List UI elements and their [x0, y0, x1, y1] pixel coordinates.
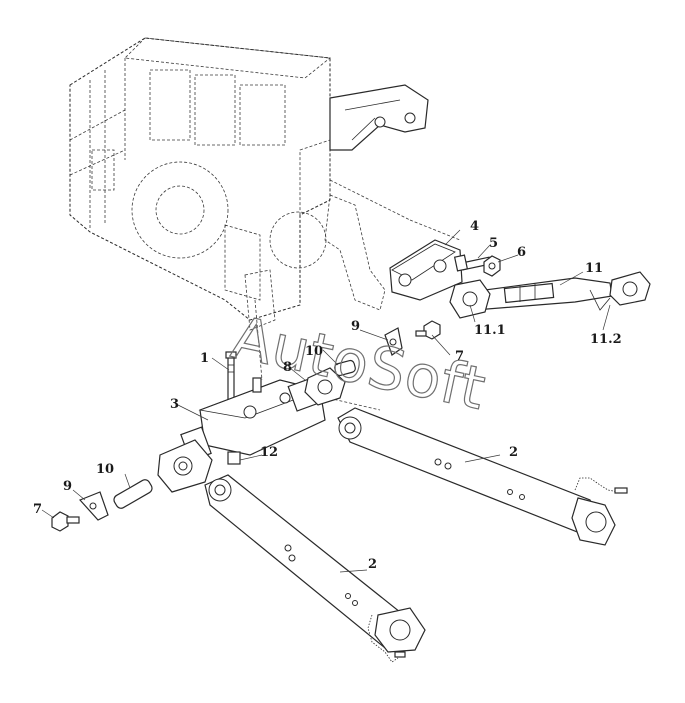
- part-6-nut: [483, 255, 501, 277]
- part-11-top-link: [449, 271, 651, 319]
- part-2-lower-link-left: [204, 474, 426, 663]
- callout-3: 3: [170, 397, 179, 412]
- part-10-pin-upper: [334, 359, 356, 377]
- callout-6: 6: [517, 245, 526, 260]
- callout-labels: 1 2 2 3 4 5 6 7 7 8 9 9 10 10 11 11.1 11…: [33, 219, 622, 572]
- part-5-bolt: [453, 254, 492, 272]
- housing-rear-rib: [244, 194, 386, 331]
- callout-1: 1: [200, 351, 209, 366]
- part-9-clip-lower: [78, 491, 109, 521]
- part-11-2-link-end: [589, 271, 651, 311]
- callout-7-lower: 7: [33, 502, 42, 517]
- callout-7-upper: 7: [455, 349, 464, 364]
- leader-lines: [41, 229, 611, 573]
- callout-2-right: 2: [509, 445, 518, 460]
- upper-link-bracket: [329, 84, 429, 151]
- left-pivot-boss: [157, 439, 213, 493]
- part-4-bracket: [389, 239, 463, 301]
- part-7-bolt-lower: [51, 511, 80, 532]
- callout-9-lower: 9: [63, 479, 72, 494]
- callout-11: 11: [585, 261, 603, 276]
- callout-2-left: 2: [368, 557, 377, 572]
- callout-9-upper: 9: [351, 319, 360, 334]
- callout-12: 12: [260, 445, 278, 460]
- part-10-pin-lower: [113, 479, 153, 509]
- callout-4: 4: [470, 219, 479, 234]
- callout-10-lower: 10: [96, 462, 114, 477]
- callout-11-2: 11.2: [590, 332, 622, 347]
- transmission-housing: [69, 37, 332, 321]
- callout-8: 8: [283, 360, 292, 375]
- callout-5: 5: [489, 236, 498, 251]
- right-pivot-boss: [304, 367, 346, 406]
- part-11-1-link-end: [449, 279, 491, 319]
- part-9-clip-upper: [384, 327, 403, 356]
- part-7-bolt-upper: [415, 320, 441, 340]
- callout-10-upper: 10: [305, 344, 323, 359]
- part-2-lower-link-right: [337, 407, 628, 546]
- callout-11-1: 11.1: [474, 323, 506, 338]
